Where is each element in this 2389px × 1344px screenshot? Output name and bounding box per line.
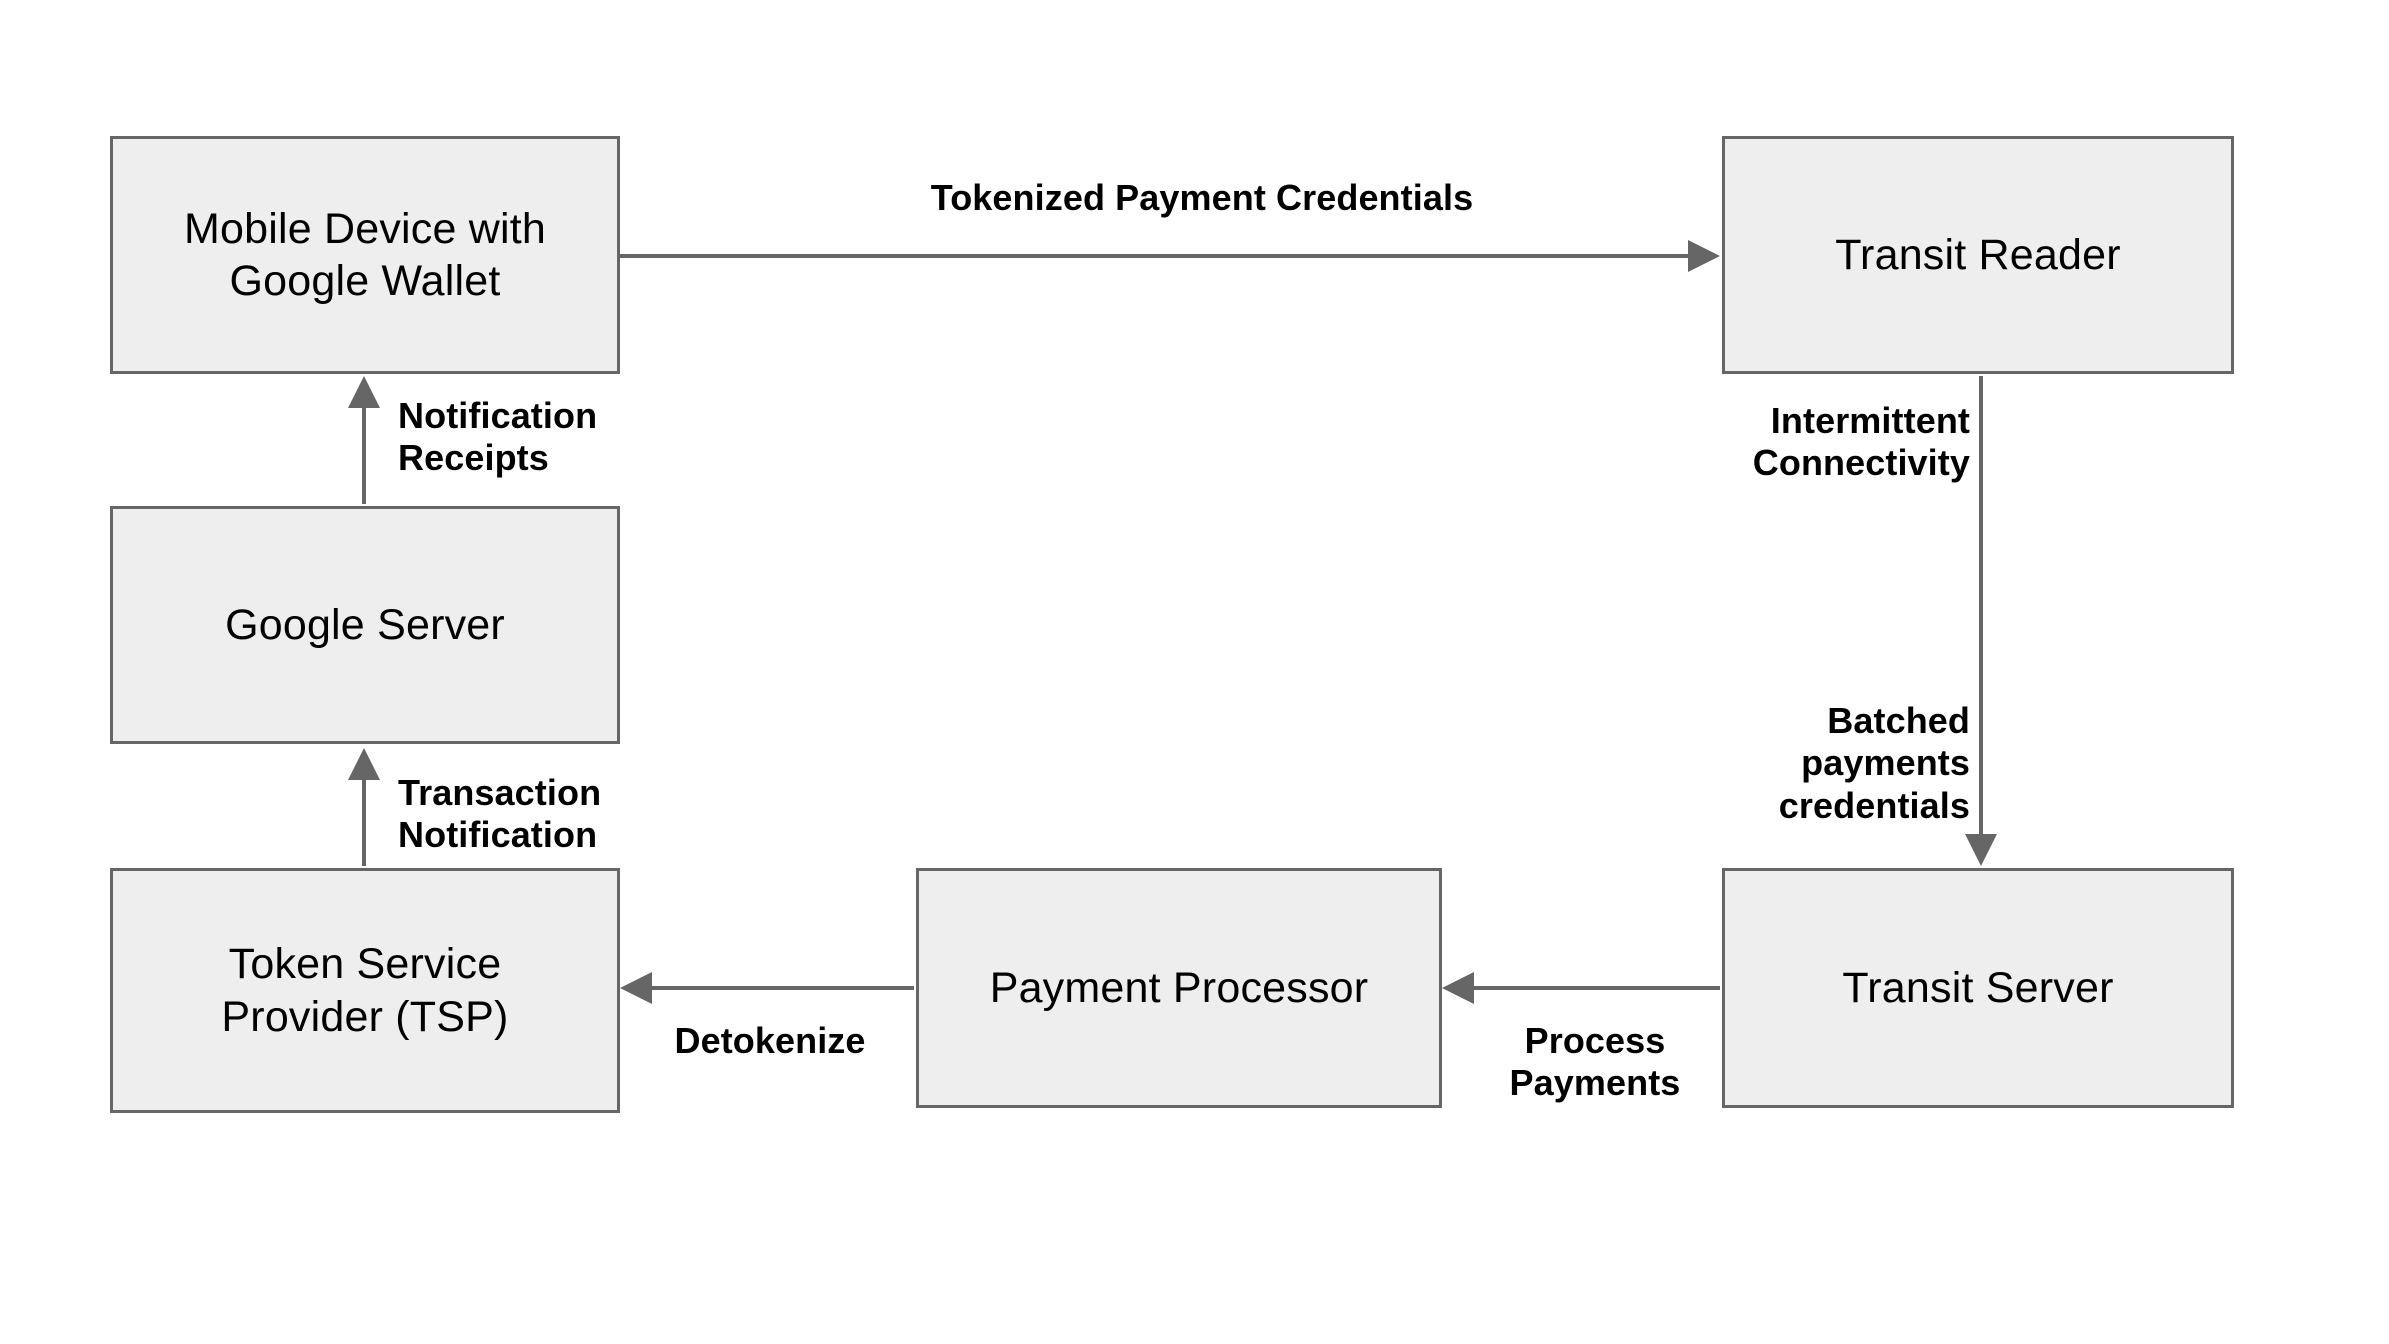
edge-google-server-to-mobile <box>348 376 380 504</box>
edge-label-intermittent-connectivity: Intermittent Connectivity <box>1752 400 1970 484</box>
node-transit-server[interactable]: Transit Server <box>1722 868 2234 1108</box>
edge-label-notification-receipts: Notification Receipts <box>398 395 598 479</box>
node-google-server[interactable]: Google Server <box>110 506 620 744</box>
edge-label-tokenized-payment-credentials: Tokenized Payment Credentials <box>930 177 1474 218</box>
edge-server-to-processor <box>1442 972 1720 1004</box>
edge-tsp-to-google-server <box>348 748 380 866</box>
edge-label-detokenize: Detokenize <box>674 1020 866 1061</box>
edge-mobile-to-reader <box>620 240 1720 272</box>
edge-label-batched-payments-credentials: Batched payments credentials <box>1778 700 1970 826</box>
node-token-service-provider[interactable]: Token Service Provider (TSP) <box>110 868 620 1113</box>
edge-processor-to-tsp <box>620 972 914 1004</box>
node-transit-reader[interactable]: Transit Reader <box>1722 136 2234 374</box>
edge-label-transaction-notification: Transaction Notification <box>398 772 602 856</box>
edge-label-process-payments: Process Payments <box>1509 1020 1681 1104</box>
node-mobile-device[interactable]: Mobile Device with Google Wallet <box>110 136 620 374</box>
node-payment-processor[interactable]: Payment Processor <box>916 868 1442 1108</box>
